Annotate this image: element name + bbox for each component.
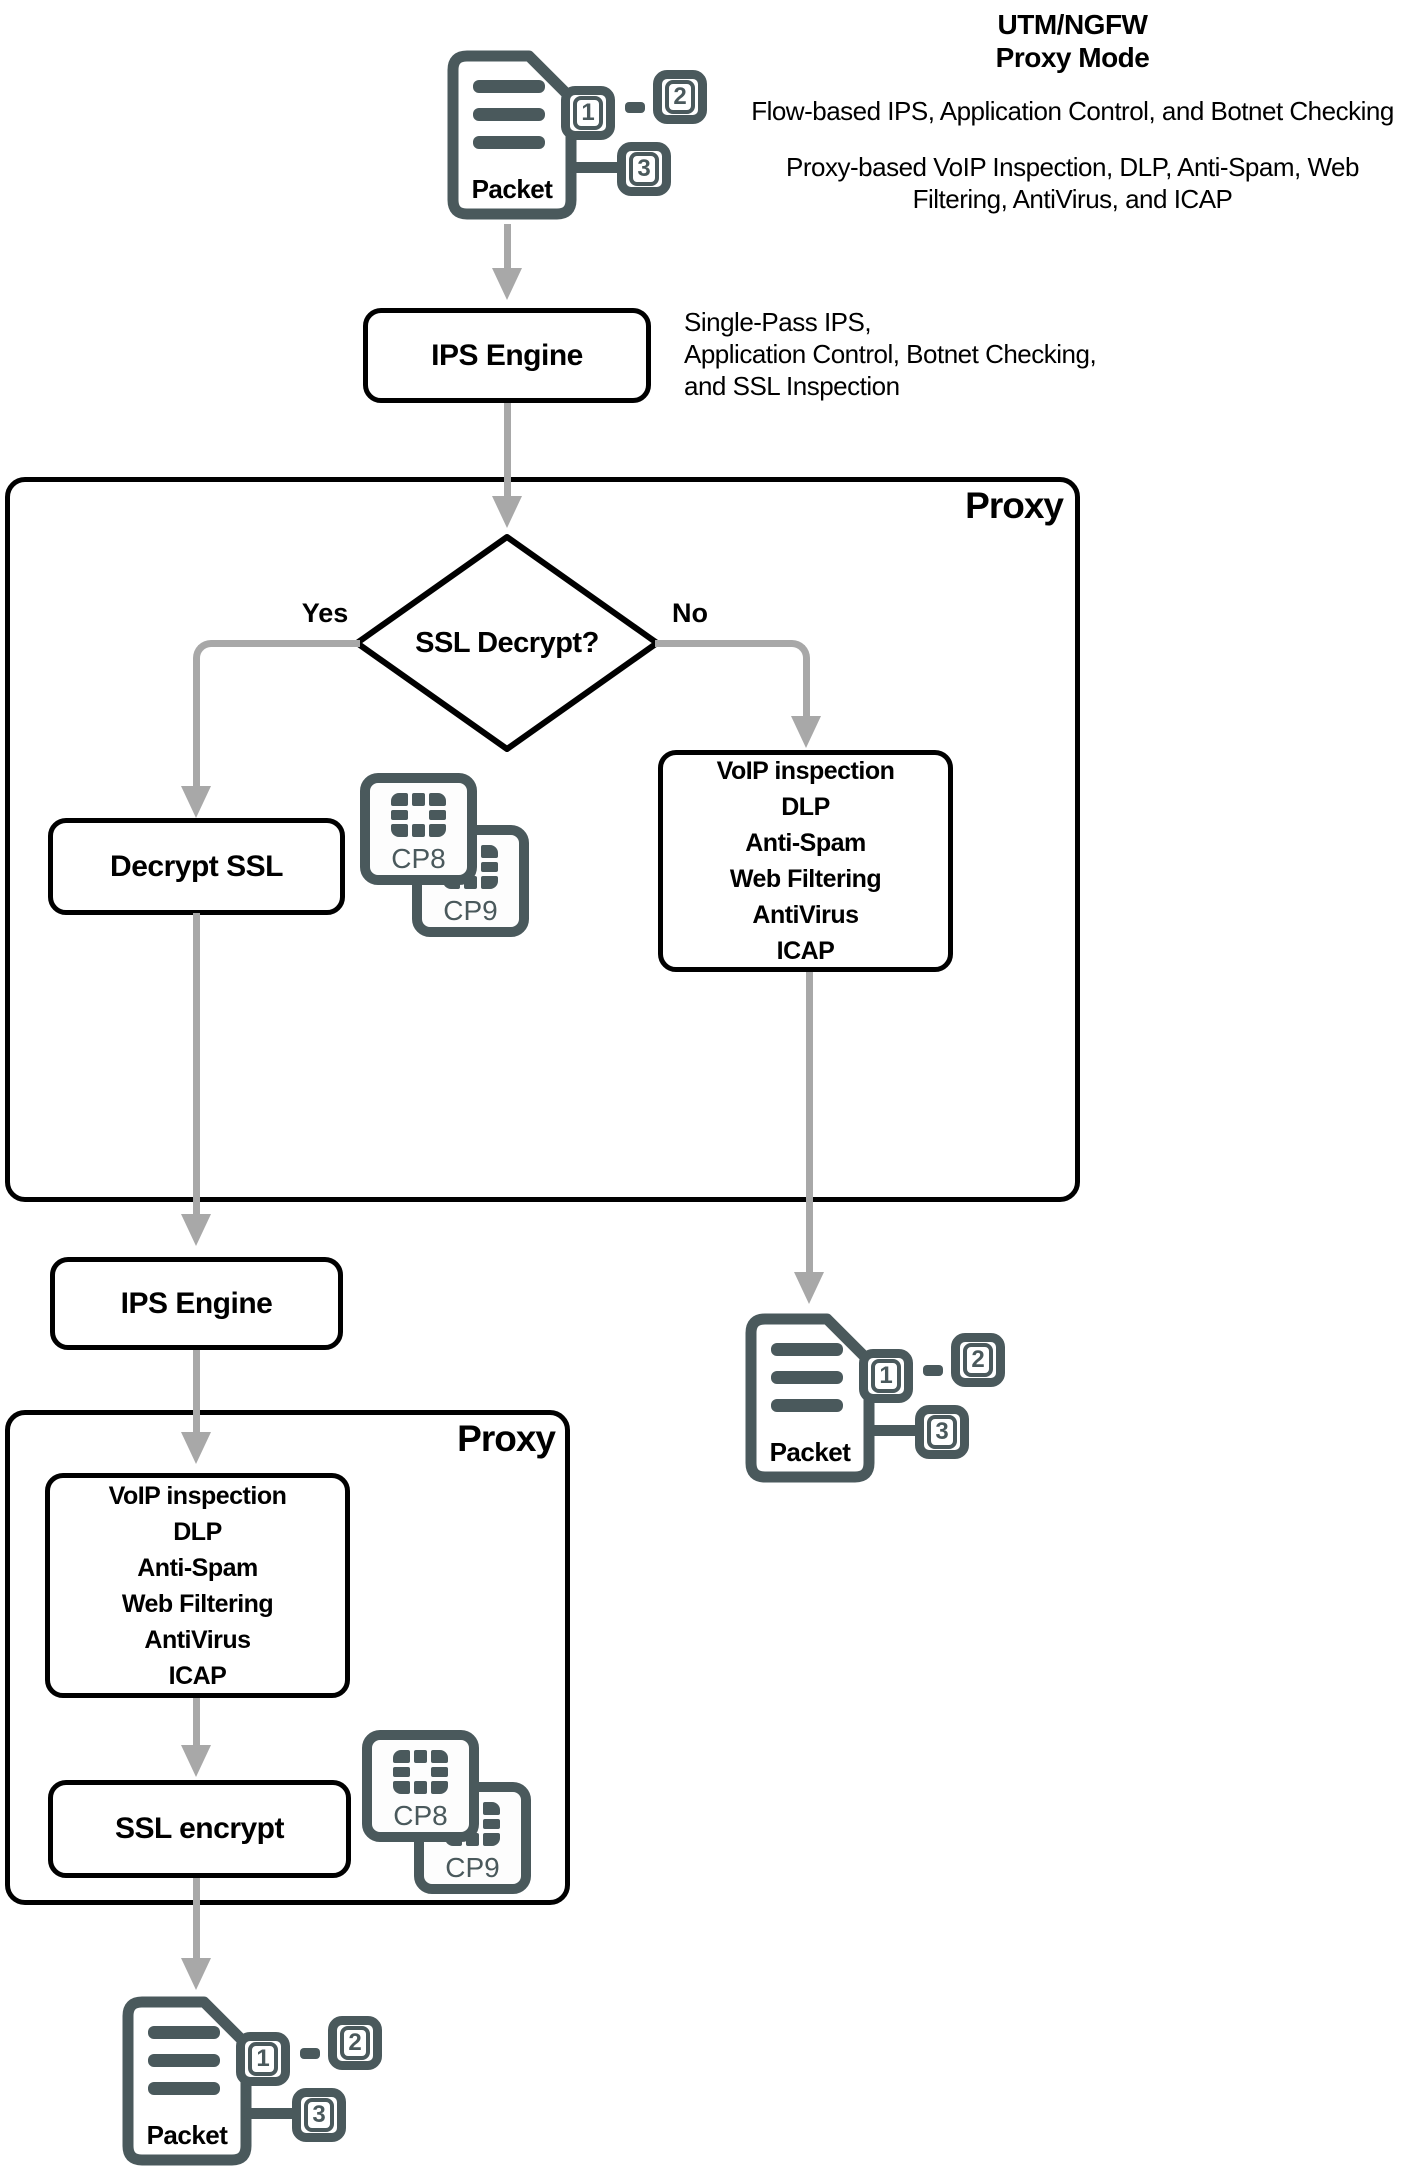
- branch-yes-label: Yes: [301, 598, 349, 628]
- cp8-chip: CP8: [362, 1730, 479, 1842]
- ssl-decrypt-label: SSL Decrypt?: [415, 626, 599, 659]
- ips-engine-1-label: IPS Engine: [431, 338, 583, 372]
- ips-engine-2-label: IPS Engine: [120, 1286, 273, 1320]
- ssl-encrypt-box: SSL encrypt: [48, 1780, 351, 1878]
- arrow-ips1-to-decision: [504, 403, 511, 498]
- decision-diamond-shape: [354, 534, 660, 752]
- packet-document-icon: [745, 1313, 875, 1483]
- fortinet-grid-icon: [391, 793, 446, 837]
- branch-no-label: No: [672, 598, 708, 628]
- arrow-voip1-to-packet: [806, 972, 813, 1274]
- arrowhead-no-to-voip: [791, 716, 821, 748]
- packet-icon-input: Packet 1 2 3: [447, 50, 709, 222]
- ips-engine-2-box: IPS Engine: [50, 1257, 343, 1350]
- packet-badge-3: 3: [915, 1405, 969, 1459]
- packet-text-line: [473, 108, 545, 121]
- packet-text-line: [771, 1399, 843, 1412]
- decrypt-ssl-label: Decrypt SSL: [110, 849, 283, 883]
- badge-connector-dash: [300, 2048, 320, 2059]
- voip-stack-box-2: VoIP inspection DLP Anti-Spam Web Filter…: [45, 1473, 350, 1698]
- badge-connector-dash: [625, 102, 645, 113]
- badge-connector-line: [867, 1425, 919, 1436]
- cp9-label: CP9: [445, 1852, 500, 1883]
- arrowhead-yes-to-decrypt: [181, 786, 211, 818]
- voip-stack-box-1: VoIP inspection DLP Anti-Spam Web Filter…: [658, 750, 953, 972]
- arrow-decrypt-to-ips2: [193, 913, 200, 1216]
- packet-text-line: [148, 2026, 220, 2039]
- arrowhead-voip1-to-packet: [794, 1272, 824, 1304]
- packet-badge-3: 3: [617, 142, 671, 196]
- arrowhead-ips1-to-decision: [492, 496, 522, 528]
- packet-icon-output-right: Packet 1 2 3: [745, 1313, 1007, 1485]
- packet-document-icon: [447, 50, 577, 220]
- cp8-label: CP8: [393, 1800, 448, 1831]
- cp-processor-cluster-1: CP9 CP8: [360, 773, 590, 938]
- cp8-chip: CP8: [360, 773, 477, 885]
- header-text-column: UTM/NGFW Proxy Mode Flow-based IPS, Appl…: [725, 8, 1419, 215]
- packet-badge-2: 2: [328, 2016, 382, 2070]
- no-branch-connector: [655, 640, 810, 718]
- arrowhead-voip2-to-sslencrypt: [181, 1745, 211, 1777]
- badge-connector-line: [244, 2108, 296, 2119]
- packet-badge-1: 1: [859, 1349, 913, 1403]
- arrow-ips2-to-voip2: [193, 1350, 200, 1434]
- packet-text-line: [148, 2054, 220, 2067]
- packet-badge-2: 2: [951, 1333, 1005, 1387]
- packet-text-line: [771, 1371, 843, 1384]
- arrowhead-packet-to-ips1: [492, 268, 522, 300]
- packet-label: Packet: [146, 2120, 228, 2150]
- proxy-based-note: Proxy-based VoIP Inspection, DLP, Anti-S…: [786, 152, 1359, 214]
- arrow-sslencrypt-to-packet: [193, 1878, 200, 1960]
- cp9-label: CP9: [443, 895, 498, 926]
- packet-badge-3: 3: [292, 2088, 346, 2142]
- arrowhead-ips2-to-voip2: [181, 1432, 211, 1464]
- packet-label: Packet: [471, 174, 553, 204]
- badge-connector-dash: [923, 1365, 943, 1376]
- arrow-packet-to-ips1: [504, 224, 511, 270]
- ips-engine-1-note: Single-Pass IPS, Application Control, Bo…: [684, 307, 1097, 401]
- arrowhead-sslencrypt-to-packet: [181, 1958, 211, 1990]
- flow-based-note: Flow-based IPS, Application Control, and…: [751, 96, 1394, 126]
- packet-label: Packet: [769, 1437, 851, 1467]
- ips-engine-1-box: IPS Engine: [363, 308, 651, 403]
- title-line-1: UTM/NGFW: [997, 9, 1148, 40]
- packet-text-line: [771, 1343, 843, 1356]
- ssl-encrypt-label: SSL encrypt: [114, 1812, 285, 1845]
- packet-icon-output-bottom: Packet 1 2 3: [122, 1996, 384, 2168]
- cp8-label: CP8: [391, 843, 446, 874]
- cp-processor-cluster-2: CP9 CP8: [362, 1730, 592, 1895]
- voip-stack-1-lines: VoIP inspection DLP Anti-Spam Web Filter…: [716, 757, 895, 965]
- fortinet-grid-icon: [393, 1750, 448, 1794]
- packet-badge-2: 2: [653, 70, 707, 124]
- proxy-container-2-label: Proxy: [457, 1418, 556, 1459]
- packet-text-line: [473, 136, 545, 149]
- voip-stack-2-lines: VoIP inspection DLP Anti-Spam Web Filter…: [108, 1481, 287, 1690]
- packet-text-line: [473, 80, 545, 93]
- decrypt-ssl-box: Decrypt SSL: [48, 818, 345, 915]
- arrow-voip2-to-sslencrypt: [193, 1698, 200, 1747]
- arrowhead-decrypt-to-ips2: [181, 1214, 211, 1246]
- yes-branch-connector: [193, 640, 360, 790]
- badge-connector-line: [569, 162, 621, 173]
- packet-badge-1: 1: [561, 86, 615, 140]
- ssl-decrypt-decision: SSL Decrypt?: [352, 532, 662, 754]
- packet-text-line: [148, 2082, 220, 2095]
- packet-document-icon: [122, 1996, 252, 2166]
- packet-badge-1: 1: [236, 2032, 290, 2086]
- title-line-2: Proxy Mode: [995, 42, 1150, 73]
- proxy-container-1-label: Proxy: [965, 485, 1064, 526]
